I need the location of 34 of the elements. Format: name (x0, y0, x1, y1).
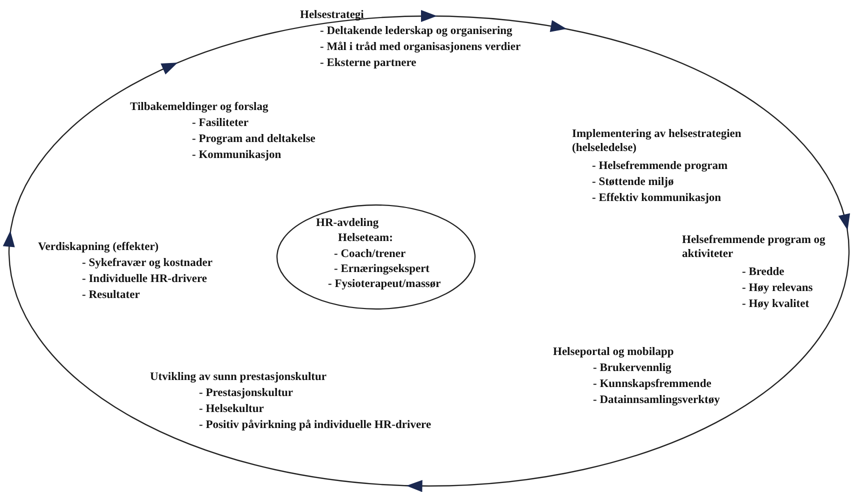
list-item: - Fasiliteter (192, 116, 249, 130)
list-item: - Brukervennlig (593, 361, 672, 375)
section-heading: Helsestrategi (300, 8, 364, 22)
list-item: - Effektiv kommunikasjon (592, 191, 722, 205)
section-heading: Helsefremmende program og aktiviteter (682, 233, 826, 261)
list-item: - Deltakende lederskap og organisering (320, 24, 512, 38)
ellipse-node (276, 204, 476, 310)
list-item: - Resultater (82, 288, 140, 302)
section-heading: Utvikling av sunn prestasjonskultur (150, 370, 326, 384)
section-heading: Tilbakemeldinger og forslag (130, 100, 268, 114)
list-item: - Eksterne partnere (320, 56, 416, 70)
section-heading: Implementering av helsestrategien (helseledelse) (572, 127, 742, 155)
list-item: - Ernæringsekspert (334, 262, 430, 276)
node-heading: HR-avdeling (316, 216, 379, 230)
list-item: - Sykefravær og kostnader (82, 256, 212, 270)
list-item: - Prestasjonskultur (199, 386, 294, 400)
list-item: - Datainnsamlingsverktøy (593, 393, 720, 407)
list-item: - Positiv påvirkning på individuelle HR-drivere (199, 418, 432, 432)
list-item: - Kunnskapsfremmende (593, 377, 712, 391)
list-item: - Mål i tråd med organisasjonens verdier (320, 40, 521, 54)
list-item: - Støttende miljø (592, 175, 674, 189)
list-item: - Kommunikasjon (192, 148, 282, 162)
list-item: - Coach/trener (334, 247, 406, 261)
section-heading: Helseportal og mobilapp (553, 345, 674, 359)
node-heading: Helseteam: (338, 231, 393, 245)
list-item: - Helsekultur (199, 402, 264, 416)
section-heading: Verdiskapning (effekter) (38, 240, 159, 254)
list-item: - Program and deltakelse (192, 132, 316, 146)
list-item: - Helsefremmende program (592, 159, 728, 173)
list-item: - Fysioterapeut/massør (328, 277, 441, 291)
list-item: - Bredde (742, 265, 784, 279)
list-item: - Individuelle HR-drivere (82, 272, 208, 286)
list-item: - Høy relevans (742, 281, 813, 295)
list-item: - Høy kvalitet (742, 297, 810, 311)
